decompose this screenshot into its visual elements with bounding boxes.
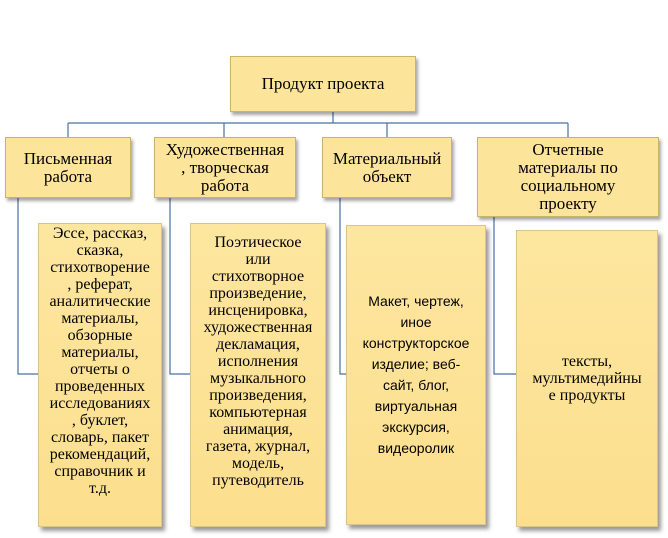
detail-label: тексты, мультимедийны е продукты xyxy=(532,353,642,404)
detail-label: Эссе, рассказ, сказка, стихотворение , р… xyxy=(49,225,151,497)
category-artistic-work: Художественная , творческая работа xyxy=(154,137,296,198)
category-report-materials: Отчетные материалы по социальному проект… xyxy=(477,137,659,217)
detail-material-object: Макет, чертеж, иное конструкторское изде… xyxy=(346,225,486,525)
root-node: Продукт проекта xyxy=(230,56,416,112)
category-label: Художественная , творческая работа xyxy=(165,139,285,195)
detail-artistic-work: Поэтическое или стихотворное произведени… xyxy=(190,223,326,527)
category-label: Отчетные материалы по социальному проект… xyxy=(518,140,618,213)
detail-label: Поэтическое или стихотворное произведени… xyxy=(203,234,313,489)
root-node-label: Продукт проекта xyxy=(261,74,385,93)
category-label: Письменная работа xyxy=(23,148,113,186)
category-material-object: Материальный объект xyxy=(322,137,452,198)
category-written-work: Письменная работа xyxy=(5,137,131,198)
category-label: Материальный объект xyxy=(332,148,442,186)
detail-report-materials: тексты, мультимедийны е продукты xyxy=(516,230,658,527)
detail-label: Макет, чертеж, иное конструкторское изде… xyxy=(362,293,470,456)
detail-written-work: Эссе, рассказ, сказка, стихотворение , р… xyxy=(38,223,162,527)
